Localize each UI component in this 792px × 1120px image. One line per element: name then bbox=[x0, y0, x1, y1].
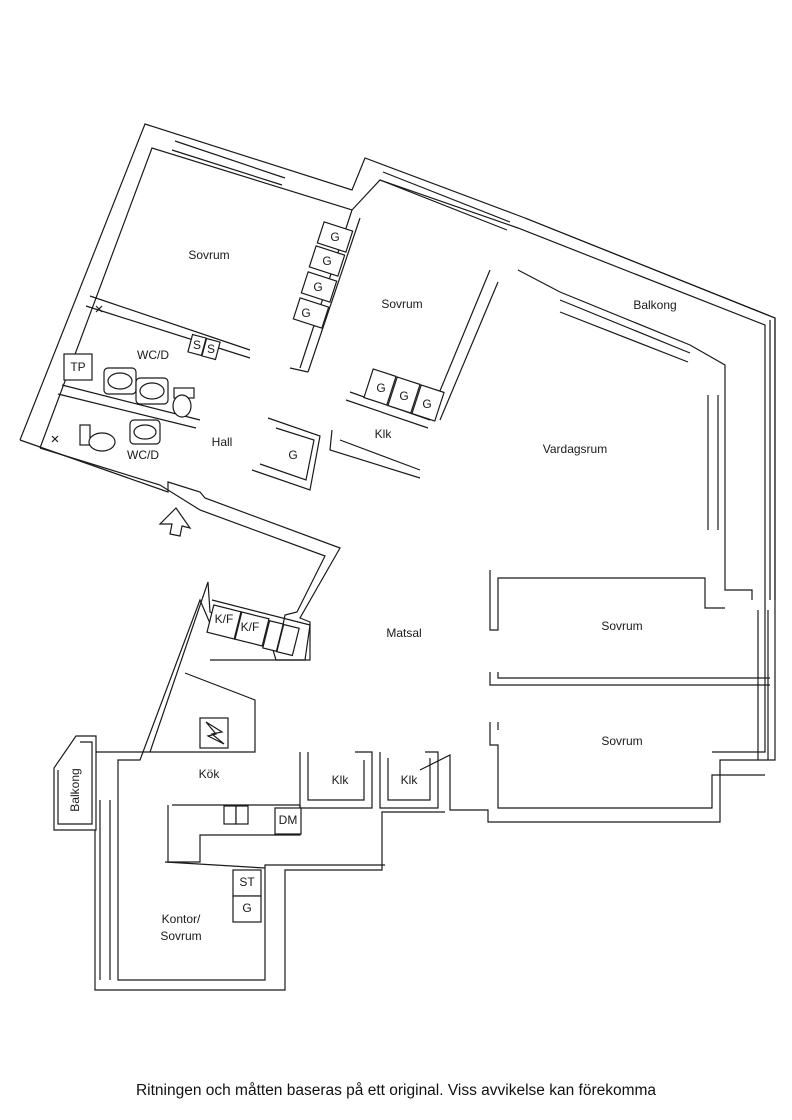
wardrobe-label: G bbox=[301, 306, 310, 320]
wardrobe-label: G bbox=[399, 389, 408, 403]
dm-label: DM bbox=[279, 813, 298, 827]
wardrobe-label: G bbox=[422, 397, 431, 411]
ventilation-icon bbox=[199, 717, 229, 749]
wardrobe-label: G bbox=[313, 280, 322, 294]
storage-label: S bbox=[207, 342, 215, 356]
fridge-freezer: K/F K/F bbox=[206, 604, 300, 657]
shower-icon bbox=[51, 435, 59, 443]
kf-label: K/F bbox=[241, 620, 260, 634]
room-label-balkong-w: Balkong bbox=[68, 768, 82, 811]
shower-icon bbox=[95, 305, 103, 313]
entrance-arrow-icon bbox=[158, 507, 192, 537]
wardrobe-label: G bbox=[330, 230, 339, 244]
exterior-walls bbox=[19, 123, 776, 991]
room-label-klk-1: Klk bbox=[332, 773, 350, 787]
wardrobe-label: G bbox=[376, 381, 385, 395]
wardrobe-row-n: G G G bbox=[363, 368, 445, 422]
room-label-klk-2: Klk bbox=[401, 773, 419, 787]
room-label-kontor-2: Sovrum bbox=[160, 929, 201, 943]
closet-label-hall: G bbox=[288, 448, 297, 462]
kf-label: K/F bbox=[215, 612, 234, 626]
room-label-hall: Hall bbox=[212, 435, 233, 449]
stove-icon bbox=[223, 805, 249, 825]
room-label-klk-hall: Klk bbox=[375, 427, 393, 441]
balcony-w bbox=[53, 735, 97, 831]
disclaimer-caption: Ritningen och måtten baseras på ett orig… bbox=[135, 1082, 657, 1099]
room-label-balkong-ne: Balkong bbox=[633, 298, 676, 312]
room-label-wc-lower: WC/D bbox=[127, 448, 159, 462]
st-label: ST bbox=[239, 875, 255, 889]
wardrobe-column-nw: G G G G bbox=[292, 221, 354, 329]
room-label-sovrum-n: Sovrum bbox=[381, 297, 422, 311]
storage-cabinets: S S bbox=[187, 333, 221, 361]
wc-upper-fixtures bbox=[95, 305, 195, 418]
tp-label: TP bbox=[70, 360, 85, 374]
room-label-kok: Kök bbox=[199, 767, 221, 781]
room-label-kontor-1: Kontor/ bbox=[162, 912, 201, 926]
dishwasher: DM bbox=[274, 807, 302, 835]
room-label-matsal: Matsal bbox=[386, 626, 421, 640]
wardrobe-label: G bbox=[322, 254, 331, 268]
room-label-wc-upper: WC/D bbox=[137, 348, 169, 362]
wardrobe-label: G bbox=[242, 901, 251, 915]
wc-lower-fixtures bbox=[51, 419, 161, 452]
room-label-vardagsrum: Vardagsrum bbox=[543, 442, 607, 456]
storage-label: S bbox=[193, 338, 201, 352]
balcony-ne bbox=[517, 217, 776, 600]
kontor-wardrobes: ST G bbox=[232, 869, 262, 923]
room-label-sovrum-e1: Sovrum bbox=[601, 619, 642, 633]
laundry-tp: TP bbox=[63, 353, 93, 381]
room-label-sovrum-e2: Sovrum bbox=[601, 734, 642, 748]
room-label-sovrum-nw: Sovrum bbox=[188, 248, 229, 262]
